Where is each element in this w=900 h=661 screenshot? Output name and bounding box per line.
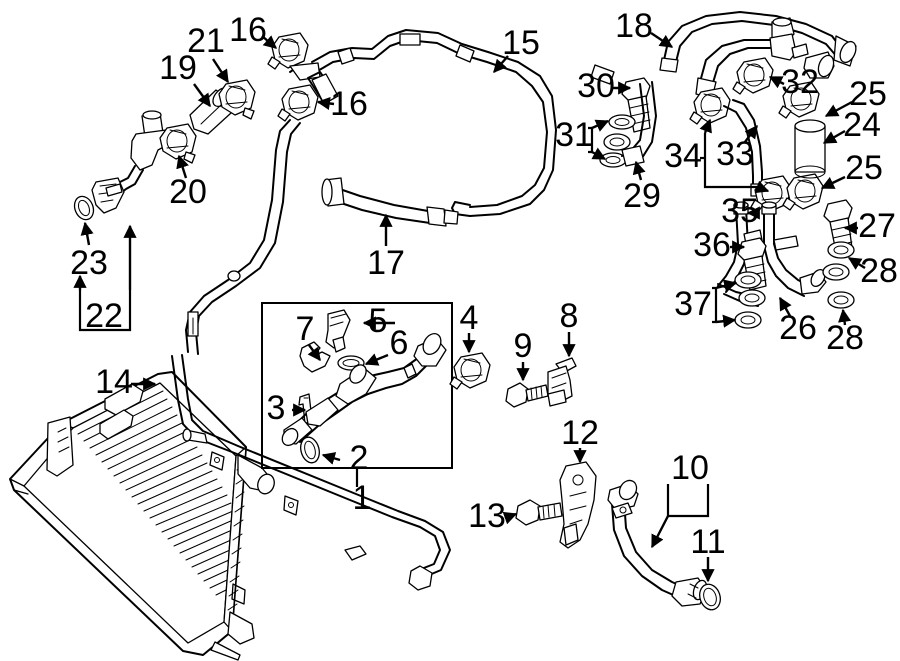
callout-7: 7 [296,310,315,348]
radiator-assembly [9,371,275,661]
callout-1: 1 [353,479,372,517]
callout-23: 23 [70,244,108,282]
hose-clamp-4 [449,352,491,390]
bracket-leaders [73,118,770,549]
callout-30: 30 [577,67,615,105]
coolant-hose-17 [321,177,459,227]
callout-8: 8 [560,297,579,335]
leader-lines [80,32,866,583]
callout-28-upper: 28 [860,252,898,290]
inset-contents [281,309,447,464]
callout-21: 21 [187,22,225,60]
callout-3: 3 [267,389,286,427]
callout-13: 13 [468,497,506,535]
bracket-8 [547,357,577,407]
callout-31: 31 [555,116,593,154]
callout-16-upper: 16 [229,11,267,49]
callout-37: 37 [674,285,712,323]
callout-6: 6 [390,324,409,362]
callout-27: 27 [858,207,896,245]
hose-clamp-25-lower [782,173,824,211]
callout-17: 17 [367,244,405,282]
hose-clamp-20 [159,123,197,164]
callout-16-lower: 16 [330,85,368,123]
callout-32: 32 [781,63,819,101]
callout-18: 18 [615,7,653,45]
callout-29: 29 [623,177,661,215]
coolant-tube-35 [761,201,827,297]
callout-14: 14 [95,363,133,401]
callout-9: 9 [514,327,533,365]
callout-12: 12 [561,414,599,452]
callout-26: 26 [779,309,817,347]
mounting-bracket-12 [559,461,597,549]
callout-25-lower: 25 [845,149,883,187]
callout-10: 10 [671,449,709,487]
seal-washers-31 [599,114,636,168]
callout-34: 34 [664,137,702,175]
callout-labels: 1 2 3 4 5 6 7 8 9 10 11 12 13 14 15 16 1… [70,7,898,561]
callout-11: 11 [690,523,725,561]
vertical-coolant-hose [185,119,301,355]
coolant-hose-10 [607,479,721,611]
callout-20: 20 [169,173,207,211]
hose-clamp-34-upper [689,87,731,125]
callout-4: 4 [460,299,479,337]
callout-5: 5 [369,302,388,340]
pipe-assembly-22 [73,110,170,221]
hose-clamp-16-upper [267,32,309,70]
seal-washers-37 [734,271,766,329]
hose-clamp-32 [732,57,774,95]
hose-clamp-16-lower [277,84,319,122]
seal-washers-28 [822,241,855,309]
coolant-hose-18 [659,11,857,99]
callout-36: 36 [693,226,731,264]
callout-25-upper: 25 [849,75,887,113]
bolt-13 [515,499,563,526]
coolant-line-14 [171,354,451,591]
callout-19: 19 [159,49,197,87]
bolt-9 [505,382,549,408]
callout-2: 2 [350,439,369,477]
callout-33: 33 [716,135,754,173]
callout-28-lower: 28 [826,319,864,357]
callout-22: 22 [85,297,123,335]
hose-clamp-25-upper [778,81,820,119]
hose-clamp-21 [218,79,256,120]
callout-15: 15 [502,24,540,62]
callout-35: 35 [721,192,759,230]
connector-pipe-24 [794,119,826,179]
callout-24: 24 [843,106,881,144]
